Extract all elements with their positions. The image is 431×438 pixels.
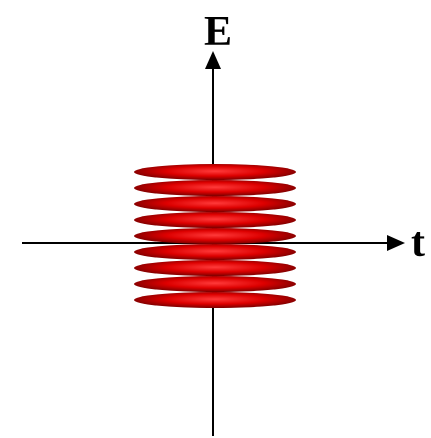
red-disc — [134, 276, 296, 292]
vertical-axis-label: E — [204, 9, 232, 55]
horizontal-axis-label: t — [411, 220, 425, 266]
red-disc-stack — [134, 164, 296, 308]
red-disc — [134, 212, 296, 228]
vertical-axis-arrowhead — [205, 51, 221, 69]
red-disc — [134, 228, 296, 244]
red-disc — [134, 180, 296, 196]
red-disc — [134, 196, 296, 212]
red-disc — [134, 292, 296, 308]
horizontal-axis-arrowhead — [387, 235, 405, 251]
red-disc — [134, 164, 296, 180]
red-disc — [134, 260, 296, 276]
red-disc — [134, 244, 296, 260]
